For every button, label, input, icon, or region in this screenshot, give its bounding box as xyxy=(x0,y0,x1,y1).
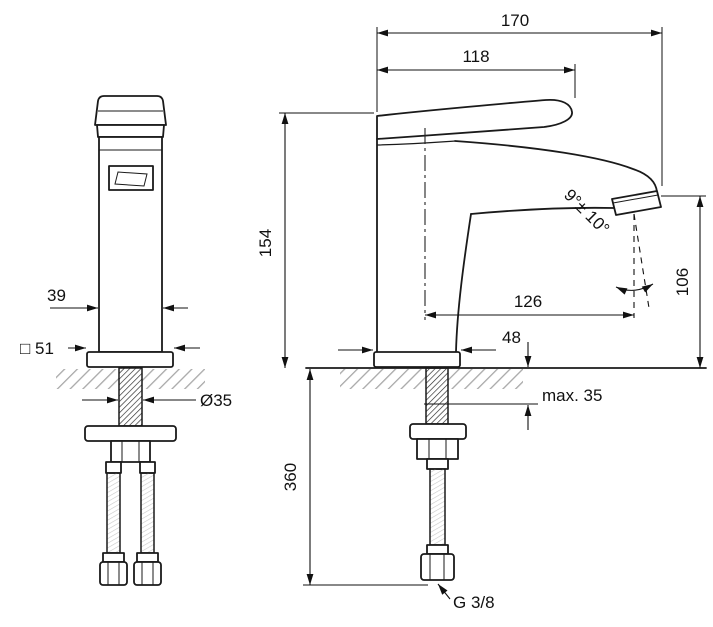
counter-hatch-right xyxy=(142,369,205,389)
mounting-nut-front xyxy=(110,440,151,463)
dim-label-d35: Ø35 xyxy=(200,391,232,410)
hose-connector-nut xyxy=(99,561,128,586)
side-view xyxy=(305,99,707,581)
front-view xyxy=(56,95,205,586)
mounting-bracket-side xyxy=(409,423,467,440)
mounting-bracket-front xyxy=(84,425,177,442)
dim-label-360: 360 xyxy=(281,463,300,491)
hose-ferrule xyxy=(102,552,125,563)
dim-label-170: 170 xyxy=(501,11,529,30)
supply-hose xyxy=(140,472,155,554)
angle-arc xyxy=(615,283,654,295)
leader-line-g38 xyxy=(437,583,451,600)
hose-connector-nut xyxy=(420,553,455,581)
handle-side xyxy=(376,99,573,140)
hose-adapter xyxy=(426,458,449,470)
spout-top-edge xyxy=(454,140,658,193)
dim-label-154: 154 xyxy=(256,229,275,257)
hose-ferrule xyxy=(426,544,449,555)
dim-label-51: □ 51 xyxy=(20,339,54,358)
dim-label-48: 48 xyxy=(502,328,521,347)
hose-ferrule xyxy=(136,552,159,563)
dim-label-max35: max. 35 xyxy=(542,386,602,405)
hose-adapter xyxy=(105,461,122,474)
logo-emblem-inner xyxy=(114,171,148,187)
supply-hose-side xyxy=(429,468,446,546)
counter-hatch-left xyxy=(56,369,119,389)
counter-hatch-left xyxy=(340,369,426,389)
spout-underside xyxy=(470,206,615,215)
base-flange-front xyxy=(86,351,174,368)
hose-connector-nut xyxy=(133,561,162,586)
handle-base-front xyxy=(96,124,165,138)
base-flange-side xyxy=(373,351,461,368)
front-view-dimensions: 39 □ 51 Ø35 xyxy=(20,286,232,410)
supply-hose xyxy=(106,472,121,554)
dim-label-118: 118 xyxy=(462,47,489,66)
threaded-rod-front xyxy=(118,367,143,427)
mounting-nut-side xyxy=(416,438,459,460)
threaded-rod-side xyxy=(425,367,449,425)
dim-label-106: 106 xyxy=(673,268,692,296)
dim-label-126: 126 xyxy=(514,292,542,311)
dim-label-g38: G 3/8 xyxy=(453,593,495,612)
hose-adapter xyxy=(139,461,156,474)
counter-hatch-right xyxy=(448,369,523,389)
dim-label-39: 39 xyxy=(47,286,66,305)
aerator-seam xyxy=(612,194,659,204)
